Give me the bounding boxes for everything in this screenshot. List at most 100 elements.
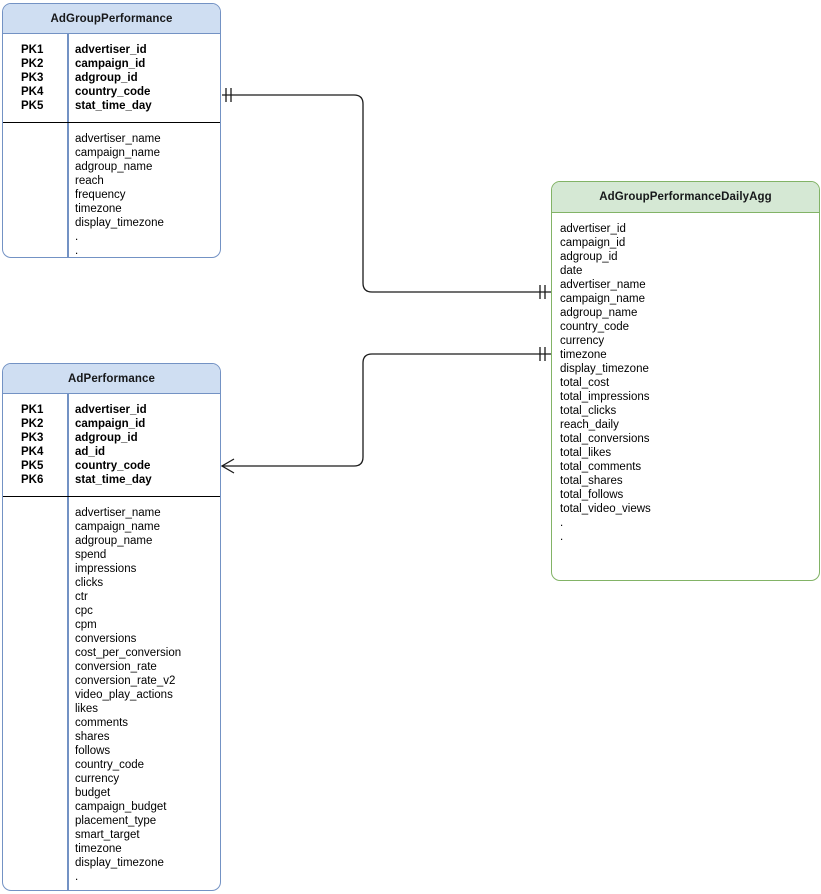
key-field: advertiser_id [75,404,147,416]
attribute-field: adgroup_name [560,307,638,319]
attribute-field: video_play_actions [75,689,173,701]
attribute-field: reach_daily [560,419,619,431]
key-field: stat_time_day [75,474,152,486]
attribute-field: currency [75,773,120,785]
entity-adgroup-performance[interactable]: AdGroupPerformance PK1 PK2 PK3 PK4 PK5 a… [2,3,221,258]
key-label: PK4 [21,446,44,458]
attribute-field: date [560,265,583,277]
attribute-ellipsis: . [560,531,564,543]
attribute-field: total_video_views [560,503,651,515]
attribute-field: conversion_rate_v2 [75,675,176,687]
key-field: country_code [75,86,151,98]
attribute-field: conversions [75,633,137,645]
key-field: country_code [75,460,151,472]
attribute-field: adgroup_id [560,251,618,263]
attribute-field: adgroup_name [75,535,153,547]
key-label: PK3 [21,432,44,444]
attribute-section-ad-performance: advertiser_name campaign_name adgroup_na… [3,497,220,890]
entity-title-adgroup-performance: AdGroupPerformance [3,4,220,34]
attribute-field: advertiser_name [75,133,161,145]
attribute-field: total_clicks [560,405,617,417]
key-label: PK6 [21,474,44,486]
key-labels-column: PK1 PK2 PK3 PK4 PK5 PK6 [3,394,67,496]
key-label: PK1 [21,44,44,56]
attribute-field: campaign_budget [75,801,167,813]
key-labels-column: PK1 PK2 PK3 PK4 PK5 [3,34,67,122]
entity-body-adgroup-performance-daily-agg: advertiser_id campaign_id adgroup_id dat… [552,213,819,580]
attribute-field: timezone [75,203,122,215]
attribute-field: cpc [75,605,93,617]
attribute-field: currency [560,335,605,347]
entity-title-ad-performance: AdPerformance [3,364,220,394]
attribute-field: comments [75,717,129,729]
attribute-field: campaign_id [560,237,626,249]
key-label: PK5 [21,460,44,472]
key-label: PK1 [21,404,44,416]
attribute-field: cpm [75,619,97,631]
attribute-ellipsis: . [560,517,564,529]
attribute-field: timezone [75,843,122,855]
attribute-field: total_follows [560,489,624,501]
attribute-field: total_conversions [560,433,650,445]
attribute-field: placement_type [75,815,157,827]
attribute-field: country_code [75,759,145,771]
attribute-field: total_impressions [560,391,650,403]
key-label: PK2 [21,418,44,430]
key-label: PK5 [21,100,44,112]
entity-title-adgroup-performance-daily-agg: AdGroupPerformanceDailyAgg [552,182,819,213]
key-fields-column: advertiser_id campaign_id adgroup_id cou… [67,34,220,122]
relationship-adperformance-to-dailyagg [220,347,551,474]
attribute-ellipsis: . [75,231,79,243]
attribute-field: follows [75,745,111,757]
attribute-field: shares [75,731,110,743]
attribute-field: campaign_name [75,521,161,533]
relationship-adgroupperformance-to-dailyagg [222,88,551,299]
key-label: PK2 [21,58,44,70]
pk-column-divider [67,394,69,890]
attribute-field: display_timezone [75,857,164,869]
attribute-field: advertiser_name [75,507,161,519]
attribute-field: campaign_name [75,147,161,159]
attribute-field: impressions [75,563,137,575]
attribute-field: campaign_name [560,293,646,305]
attribute-field: timezone [560,349,607,361]
attribute-spacer-column [3,123,67,257]
key-field: adgroup_id [75,72,138,84]
attribute-field: ctr [75,591,88,603]
attribute-field: adgroup_name [75,161,153,173]
key-field: adgroup_id [75,432,138,444]
attribute-field: spend [75,549,107,561]
key-fields-column: advertiser_id campaign_id adgroup_id ad_… [67,394,220,496]
attribute-field: cost_per_conversion [75,647,182,659]
attribute-field: conversion_rate [75,661,157,673]
key-field: advertiser_id [75,44,147,56]
attribute-ellipsis: . [75,871,79,883]
key-section-ad-performance: PK1 PK2 PK3 PK4 PK5 PK6 advertiser_id ca… [3,394,220,497]
attribute-field: smart_target [75,829,140,841]
attribute-field: total_comments [560,461,642,473]
key-label: PK4 [21,86,44,98]
attribute-field: frequency [75,189,126,201]
attribute-field: clicks [75,577,104,589]
attribute-field: budget [75,787,111,799]
entity-body-ad-performance: PK1 PK2 PK3 PK4 PK5 PK6 advertiser_id ca… [3,394,220,890]
attribute-fields-column: advertiser_name campaign_name adgroup_na… [67,123,220,257]
attribute-section-adgroup-performance: advertiser_name campaign_name adgroup_na… [3,123,220,257]
key-section-adgroup-performance: PK1 PK2 PK3 PK4 PK5 advertiser_id campai… [3,34,220,123]
attribute-field: total_likes [560,447,612,459]
entity-ad-performance[interactable]: AdPerformance PK1 PK2 PK3 PK4 PK5 PK6 ad… [2,363,221,891]
attribute-field: advertiser_id [560,223,626,235]
pk-column-divider [67,34,69,257]
key-field: campaign_id [75,58,146,70]
attribute-ellipsis: . [75,245,79,257]
key-label: PK3 [21,72,44,84]
attribute-spacer-column [3,497,67,890]
attribute-fields-column: advertiser_name campaign_name adgroup_na… [67,497,220,890]
attribute-field: display_timezone [560,363,649,375]
attribute-field: display_timezone [75,217,164,229]
attribute-field: likes [75,703,99,715]
attribute-field: total_cost [560,377,610,389]
key-field: stat_time_day [75,100,152,112]
entity-adgroup-performance-daily-agg[interactable]: AdGroupPerformanceDailyAgg advertiser_id… [551,181,820,581]
